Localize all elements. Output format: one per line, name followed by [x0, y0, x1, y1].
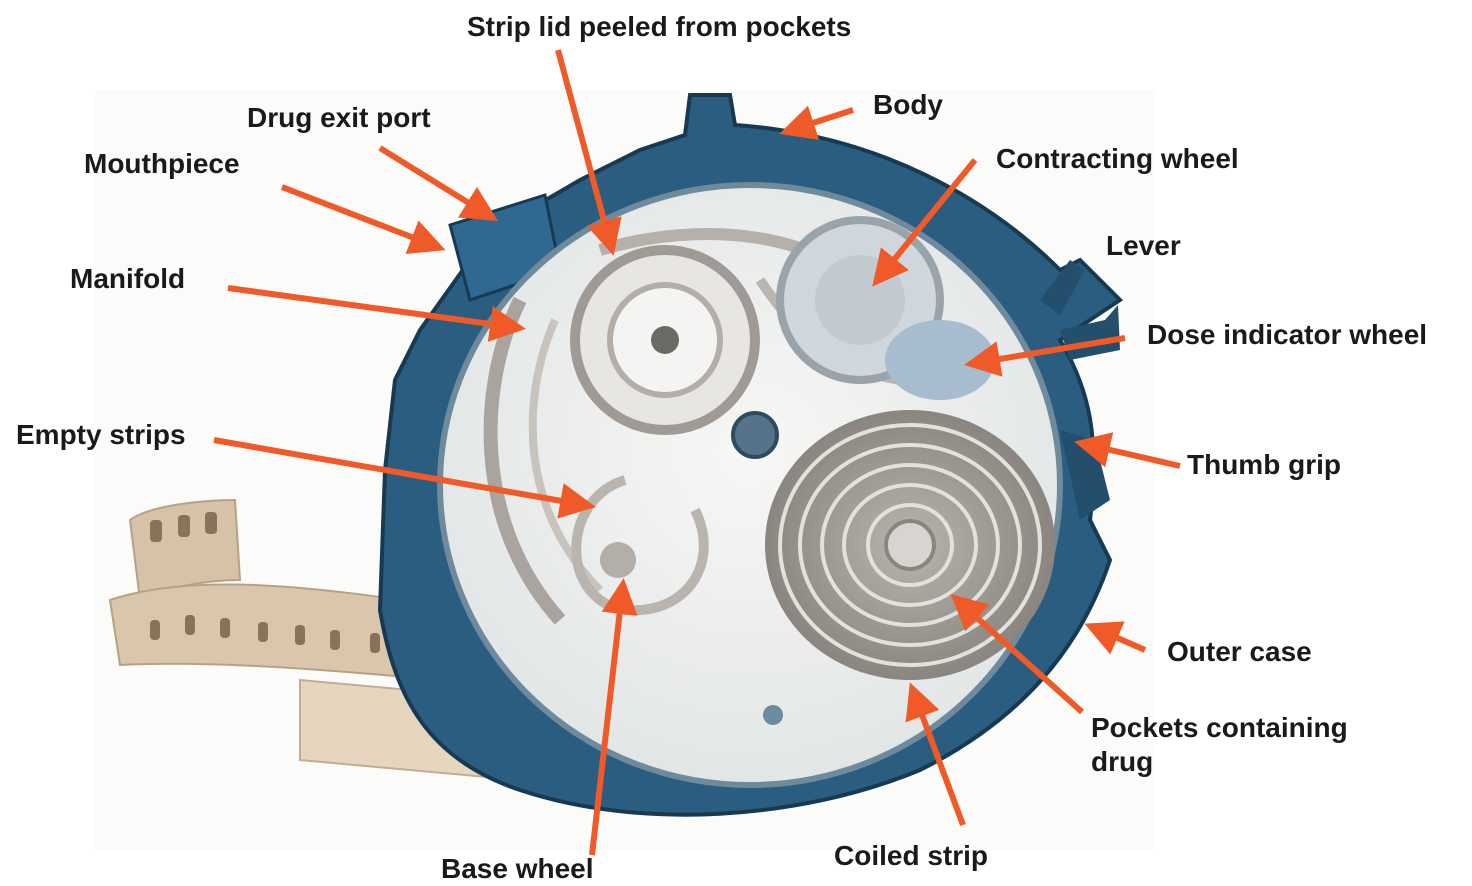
label-contracting-wheel: Contracting wheel — [996, 142, 1239, 176]
label-lever: Lever — [1106, 229, 1181, 263]
label-mouthpiece: Mouthpiece — [84, 147, 240, 181]
label-pockets-line2: drug — [1091, 745, 1348, 779]
label-drug-exit-port: Drug exit port — [247, 101, 431, 135]
label-pockets-line1: Pockets containing — [1091, 711, 1348, 745]
label-strip-lid: Strip lid peeled from pockets — [467, 10, 851, 44]
label-dose-indicator-wheel: Dose indicator wheel — [1147, 318, 1427, 352]
label-thumb-grip: Thumb grip — [1187, 448, 1341, 482]
label-coiled-strip: Coiled strip — [834, 839, 988, 873]
label-base-wheel: Base wheel — [441, 852, 594, 886]
label-empty-strips: Empty strips — [16, 418, 186, 452]
label-outer-case: Outer case — [1167, 635, 1312, 669]
label-body: Body — [873, 88, 943, 122]
label-pockets-containing-drug: Pockets containing drug — [1091, 711, 1348, 779]
label-manifold: Manifold — [70, 262, 185, 296]
